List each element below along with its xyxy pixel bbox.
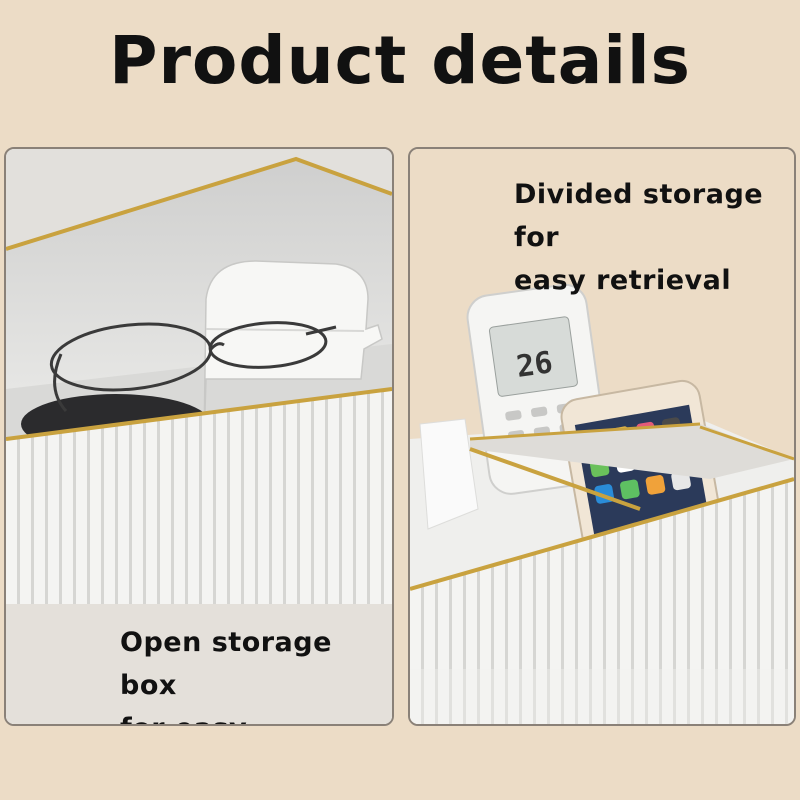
divided-storage-caption: Divided storage for easy retrieval — [514, 173, 794, 302]
remote-display-reading: 26 — [514, 345, 555, 385]
open-storage-panel: Open storage box for easy retrieval — [4, 147, 394, 726]
divided-storage-box-photo: 26 — [410, 149, 794, 724]
caption-line: Divided storage for — [514, 179, 764, 253]
caption-line: Open storage box — [120, 627, 332, 701]
open-storage-box-photo — [6, 149, 392, 724]
caption-line: for easy retrieval — [120, 713, 255, 724]
caption-line: easy retrieval — [514, 265, 732, 296]
open-storage-caption: Open storage box for easy retrieval — [120, 621, 390, 724]
divided-storage-panel: 26 — [408, 147, 796, 726]
page-title: Product details — [109, 22, 691, 99]
